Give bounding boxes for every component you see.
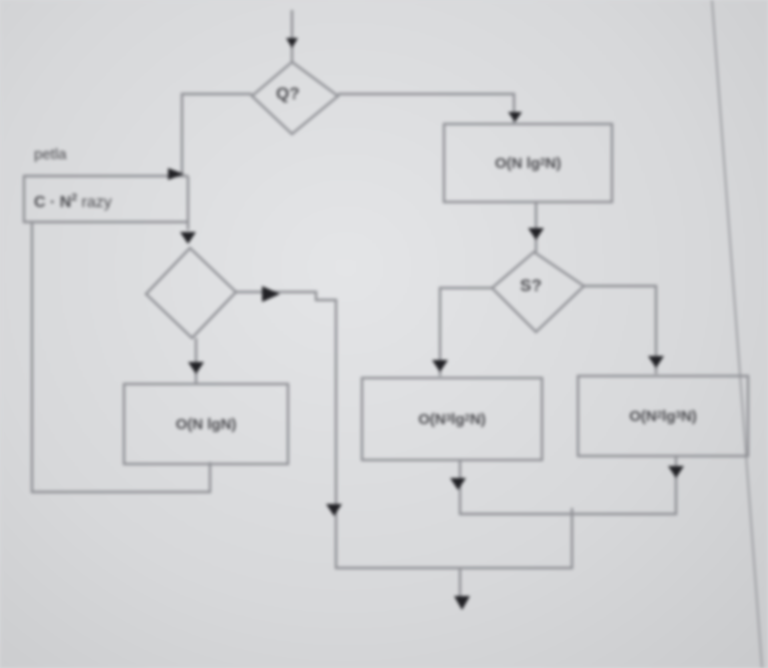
s-left-branch <box>438 286 492 376</box>
loop-return <box>30 222 212 494</box>
box-n-lg2n <box>442 122 614 204</box>
arrow-inner-down <box>188 362 204 374</box>
q-right-branch <box>338 92 516 124</box>
inner-decision-diamond <box>144 246 238 340</box>
merge-line <box>458 456 678 516</box>
decision-s-label: S? <box>520 276 542 295</box>
q-left-branch <box>180 92 252 174</box>
box-n3-lg2n <box>360 376 544 462</box>
loop-count-prefix: C · N <box>34 194 72 211</box>
arrow-left-long <box>326 504 342 516</box>
arrow-exit <box>454 596 470 610</box>
loop-label: petla <box>34 146 67 163</box>
decision-q-label: Q? <box>276 84 300 103</box>
loop-count-exp: 2 <box>71 192 78 204</box>
box-tr-part-a: O(N lg <box>494 154 540 172</box>
decision-q-diamond <box>250 60 340 136</box>
loop-count: C · N2 razy <box>34 192 112 212</box>
arrow-s-left <box>432 360 448 372</box>
arrow-entry <box>286 38 298 48</box>
box-br-part-a: O(N <box>629 407 657 425</box>
page-edge <box>711 0 763 668</box>
box-n-lgn <box>122 382 290 466</box>
box-br-part-c: N) <box>680 407 697 425</box>
box-bm-part-c: N) <box>469 410 486 428</box>
box-n-lgn-text: O(N lgN) <box>175 415 237 433</box>
loop-count-box <box>22 174 188 224</box>
arrow-mid-down <box>450 478 466 490</box>
arrow-q-right <box>508 112 522 122</box>
arrow-loop-in <box>168 168 184 180</box>
decision-s-diamond <box>490 250 586 334</box>
loop-count-suffix: razy <box>77 194 112 211</box>
box-bm-part-a: O(N <box>418 410 446 428</box>
s-right-branch <box>584 284 658 374</box>
arrow-s-right <box>648 356 664 368</box>
box-n2-lg3n <box>576 374 750 458</box>
box-bm-part-b: lg <box>451 410 465 428</box>
box-tr-part-b: N) <box>545 154 562 172</box>
arrow-inner-right <box>262 286 280 302</box>
arrow-inner-in <box>180 232 196 244</box>
arrow-to-s <box>528 228 544 240</box>
inner-right-exit <box>236 290 574 570</box>
box-br-part-b: lg <box>662 407 676 425</box>
arrow-right-down <box>668 466 684 478</box>
